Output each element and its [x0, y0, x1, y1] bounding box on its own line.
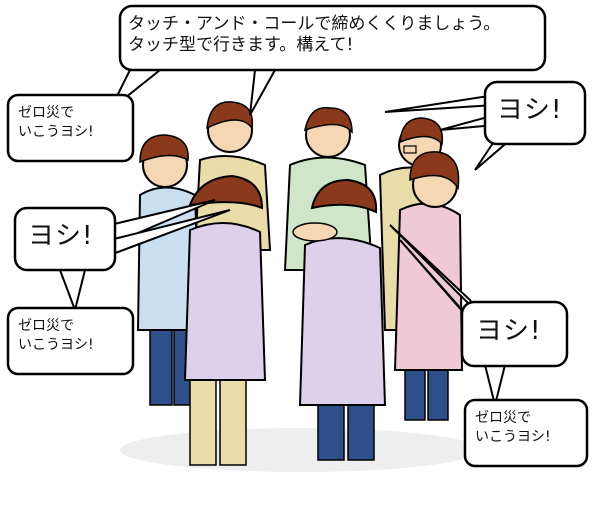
right-mid-yoshi-text: ヨシ! [476, 316, 542, 346]
speech-bubble-left-top [6, 93, 135, 163]
floor-shadow [120, 428, 480, 472]
leader-speech-text: タッチ・アンド・コールで締めくくりましょう。 タッチ型で行きます。構えて! [128, 14, 501, 56]
left-bottom-speech-text: ゼロ災で いこうヨシ! [18, 318, 94, 353]
worker-front-right [298, 178, 387, 461]
joined-hands [292, 222, 338, 242]
speech-bubble-left-yoshi [13, 199, 231, 314]
speech-bubble-right-top-yoshi [384, 80, 587, 171]
right-top-yoshi-text: ヨシ! [497, 95, 563, 125]
right-bottom-speech-text: ゼロ災で いこうヨシ! [475, 410, 551, 445]
worker-front-left [183, 174, 267, 466]
left-top-speech-text: ゼロ災で いこうヨシ! [18, 105, 94, 140]
speech-bubble-right-bottom [463, 398, 589, 468]
speech-bubble-right-mid-yoshi [389, 224, 569, 406]
left-yoshi-text: ヨシ! [28, 221, 94, 251]
speech-bubble-left-bottom [6, 306, 135, 376]
